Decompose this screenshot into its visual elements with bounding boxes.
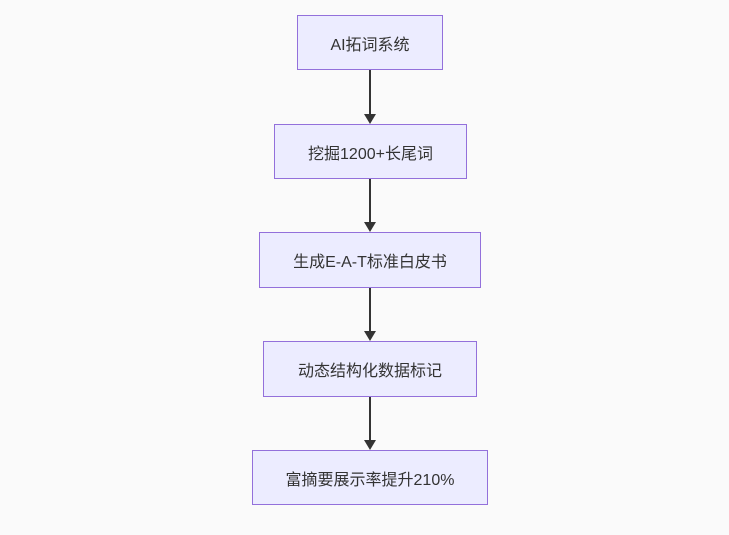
- arrowhead-icon: [364, 114, 376, 124]
- edge-1: [364, 70, 376, 124]
- node-ai-word-expansion-system: AI拓词系统: [297, 15, 443, 70]
- edge-line: [369, 397, 371, 440]
- edge-2: [364, 179, 376, 232]
- edge-line: [369, 288, 371, 331]
- node-label: 挖掘1200+长尾词: [308, 145, 433, 163]
- node-dynamic-structured-data-markup: 动态结构化数据标记: [263, 341, 477, 397]
- arrowhead-icon: [364, 331, 376, 341]
- node-longtail-keyword-mining: 挖掘1200+长尾词: [274, 124, 467, 179]
- edge-line: [369, 70, 371, 114]
- node-label: 动态结构化数据标记: [297, 363, 442, 380]
- node-label: AI拓词系统: [330, 36, 410, 54]
- node-label: 生成E-A-T标准白皮书: [293, 254, 447, 271]
- edge-4: [364, 397, 376, 450]
- arrowhead-icon: [364, 222, 376, 232]
- edge-line: [369, 179, 371, 222]
- node-label: 富摘要展示率提升210%: [285, 471, 455, 489]
- arrowhead-icon: [364, 440, 376, 450]
- node-rich-snippet-rate-increase: 富摘要展示率提升210%: [252, 450, 488, 505]
- edge-3: [364, 288, 376, 341]
- node-eat-whitepaper-generation: 生成E-A-T标准白皮书: [259, 232, 481, 288]
